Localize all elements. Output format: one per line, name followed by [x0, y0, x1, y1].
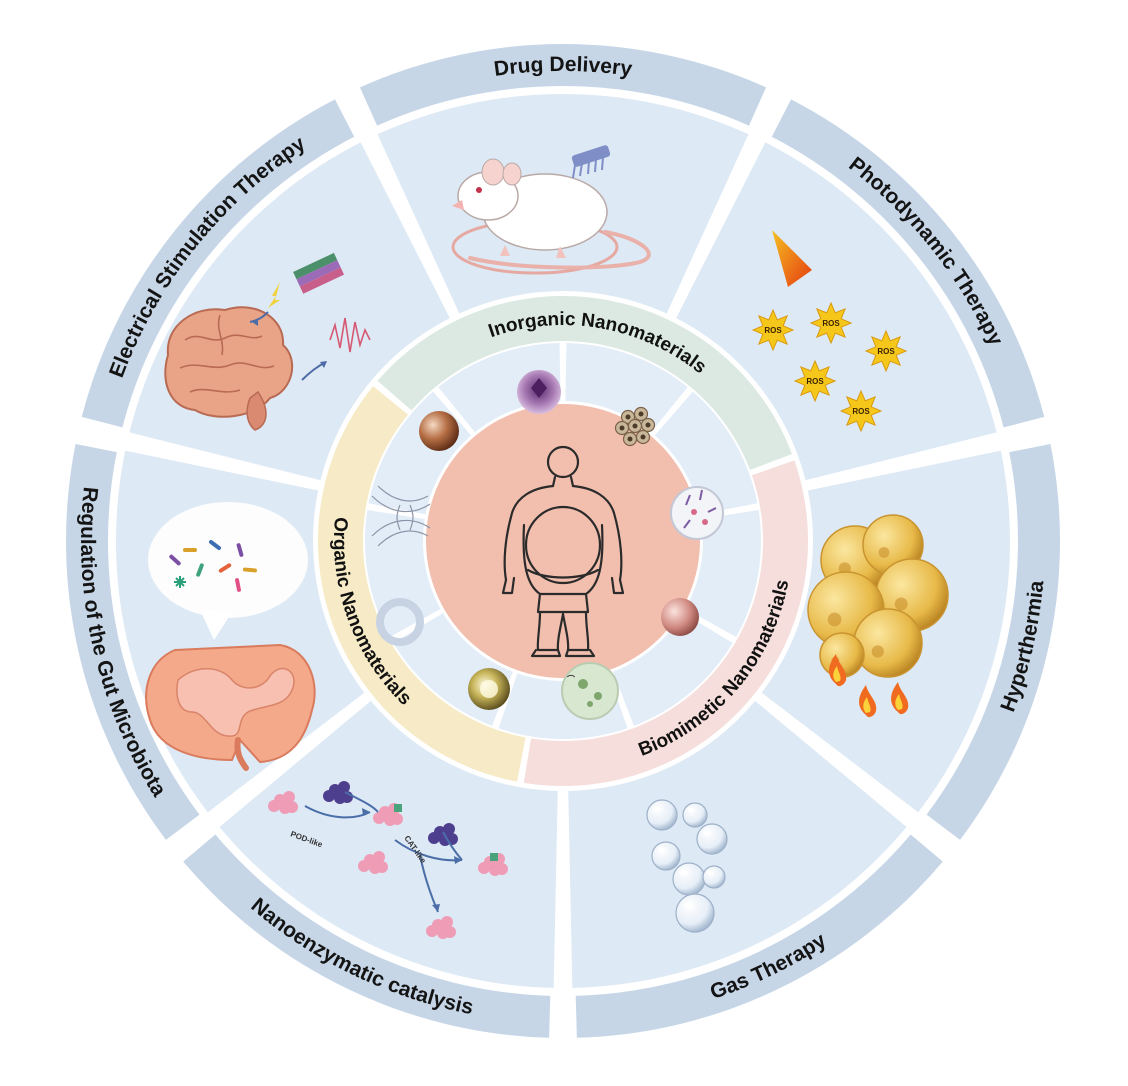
- membrane-vesicle-icon: [670, 486, 724, 540]
- outer-band-hyper: [926, 443, 1061, 840]
- gas-bubble: [682, 802, 708, 828]
- gas-bubble: [672, 862, 706, 896]
- microbe: [183, 548, 197, 552]
- ros-star: [751, 308, 795, 352]
- ros-star: [809, 301, 853, 345]
- ring-nanoparticle-icon: [376, 598, 424, 646]
- hydrogel-network-icon: [371, 485, 431, 547]
- ros-star: [839, 389, 883, 433]
- bacteria-mark: ⌒: [566, 674, 575, 684]
- mesoporous-silica-icon: [614, 406, 656, 447]
- panel-gas: [568, 700, 907, 988]
- fat-cell: [853, 608, 923, 678]
- panel-pdt: [676, 142, 997, 481]
- gas-bubble: [675, 893, 715, 933]
- obese-person-icon: [501, 445, 625, 658]
- ros-badge-label: ROS: [877, 347, 895, 356]
- gas-bubble: [646, 799, 678, 831]
- category-band-biomimetic: [523, 460, 808, 786]
- center-disc: [426, 404, 700, 678]
- nanoparticle-cell: [565, 343, 688, 433]
- intestine-microbiota-icon: [145, 502, 316, 771]
- metal-sphere-icon: [419, 411, 459, 451]
- ros-badge-label: ROS: [764, 326, 782, 335]
- microbe: [236, 543, 244, 557]
- bacteria-vesicle-icon: ⌒: [561, 662, 619, 720]
- outer-band-nano: [183, 834, 551, 1038]
- microbe: [196, 563, 204, 577]
- ros-star: [793, 359, 837, 403]
- panel-nano: [219, 700, 558, 988]
- nanoparticle-cell: [685, 510, 762, 637]
- gas-bubble: [696, 823, 728, 855]
- gas-bubble: [651, 841, 681, 871]
- outer-band-drug: [359, 43, 767, 126]
- ros-badge-label: ROS: [852, 407, 870, 416]
- outer-band-gas: [575, 834, 943, 1038]
- outer-band-elec: [81, 99, 355, 428]
- ros-badge-label: ROS: [806, 377, 824, 386]
- microbe: [235, 578, 241, 592]
- microbe: [169, 554, 181, 566]
- outer-band-gut: [65, 443, 200, 840]
- ros-burst-icon: ROS ROS ROS ROS ROS: [751, 230, 908, 433]
- nanoparticle-cell: [438, 343, 561, 433]
- polymer-nanoparticle-icon: [468, 668, 510, 710]
- nanomaterial-category-ring: [318, 296, 808, 786]
- brain-stimulation-icon: [164, 252, 371, 431]
- sector-separators: [74, 88, 1052, 1041]
- microbe: [209, 539, 221, 551]
- category-band-organic: [318, 386, 526, 782]
- ros-badge-label: ROS: [822, 319, 840, 328]
- hollow-sphere-icon: [517, 370, 561, 414]
- nanoparticle-cell: [613, 613, 733, 726]
- microbe: [243, 567, 257, 573]
- fat-cells-flame-icon: [807, 514, 949, 718]
- gas-bubbles-icon: [646, 799, 728, 933]
- outer-label-ring: [65, 43, 1061, 1038]
- rat-icon: [451, 145, 651, 275]
- gas-bubble: [702, 865, 726, 889]
- category-band-inorganic: [377, 296, 793, 470]
- microbe: [218, 563, 232, 573]
- outer-band-pdt: [771, 99, 1045, 428]
- cell-membrane-sphere-icon: [661, 598, 699, 636]
- nanoparticle-cell: [654, 391, 758, 515]
- ros-star: [864, 329, 908, 373]
